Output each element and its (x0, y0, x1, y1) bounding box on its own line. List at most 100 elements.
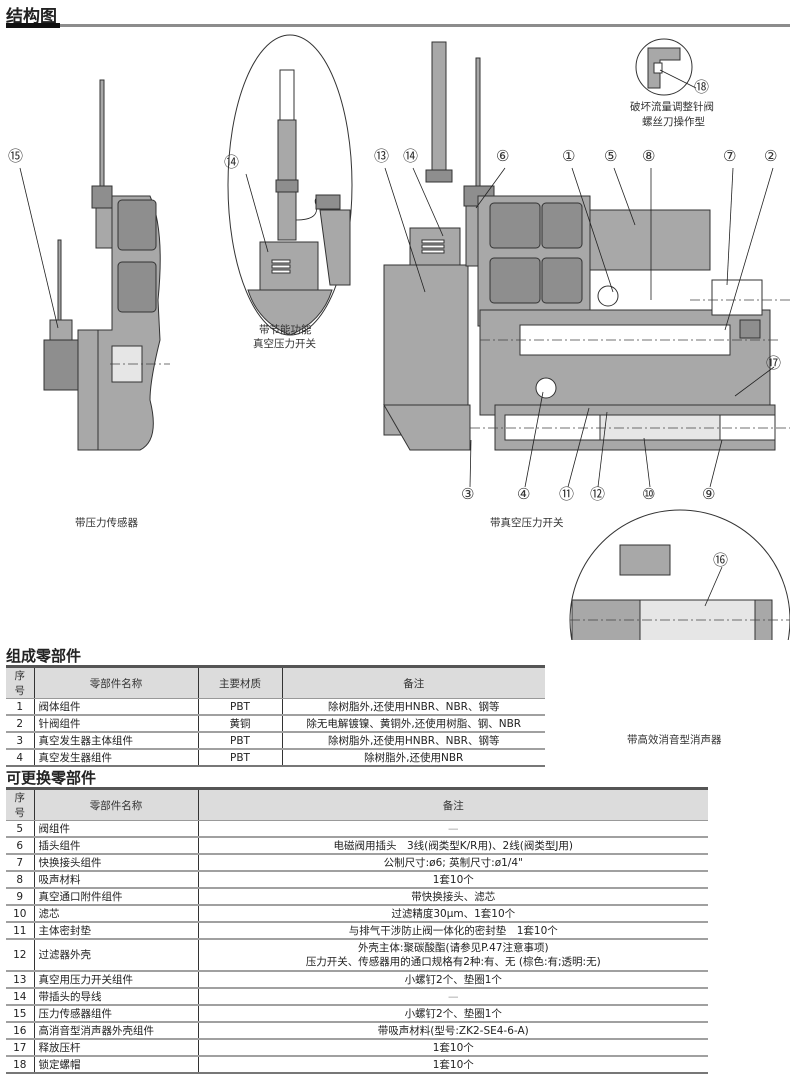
callout-12: ⑫ (590, 485, 606, 503)
caption-vacuum-switch: 带真空压力开关 (490, 517, 564, 529)
cell-name: 滤芯 (33, 905, 198, 923)
replacement-header-row: 序号 零部件名称 备注 (6, 787, 708, 821)
cell-name: 阀体组件 (33, 698, 198, 716)
callout-4: ④ (517, 485, 531, 503)
cell-note: 除树脂外,还使用HNBR、NBR、钢等 (281, 698, 545, 716)
caption-needle-valve-line1: 破坏流量调整针阀 (630, 101, 714, 113)
col-header-material: 主要材质 (197, 665, 282, 699)
caption-energy-saving-line1: 带节能功能 (259, 324, 312, 336)
cell-note: 公制尺寸:ø6; 英制尺寸:ø1/4" (197, 854, 708, 872)
cell-name: 针阀组件 (33, 715, 198, 733)
cell-no: 2 (6, 715, 34, 733)
cell-note: 1套10个 (197, 871, 708, 889)
cell-note: 与排气干涉防止阀一体化的密封垫 1套10个 (197, 922, 708, 940)
callout-16: ⑯ (713, 551, 729, 569)
cell-name: 锁定螺帽 (33, 1056, 198, 1074)
callout-14-detail: ⑭ (224, 153, 240, 171)
cell-note: 除无电解镀镍、黄铜外,还使用树脂、钢、NBR (281, 715, 545, 733)
col-header-no: 序号 (6, 787, 34, 821)
cell-no: 16 (6, 1022, 34, 1040)
cell-name: 主体密封垫 (33, 922, 198, 940)
callout-9: ⑨ (702, 485, 716, 503)
cell-name: 释放压杆 (33, 1039, 198, 1057)
pressure-sensor-drawing (43, 79, 170, 451)
cell-no: 12 (6, 939, 34, 972)
cell-no: 8 (6, 871, 34, 889)
cell-name: 高消音型消声器外壳组件 (33, 1022, 198, 1040)
cell-name: 阀组件 (33, 820, 198, 838)
callout-1: ① (562, 147, 576, 165)
cell-name: 真空通口附件组件 (33, 888, 198, 906)
cell-no: 6 (6, 837, 34, 855)
cell-no: 4 (6, 749, 34, 767)
callout-17: ⑰ (766, 354, 782, 372)
cell-no: 1 (6, 698, 34, 716)
cell-no: 18 (6, 1056, 34, 1074)
col-header-note: 备注 (281, 665, 545, 699)
cell-note: 过滤精度30μm、1套10个 (197, 905, 708, 923)
cell-material: PBT (197, 749, 282, 767)
cell-name: 快换接头组件 (33, 854, 198, 872)
cell-no: 5 (6, 820, 34, 838)
cell-material: PBT (197, 732, 282, 750)
callout-6: ⑥ (496, 147, 510, 165)
col-header-name: 零部件名称 (33, 665, 198, 699)
cell-no: 17 (6, 1039, 34, 1057)
cell-no: 15 (6, 1005, 34, 1023)
cell-no: 7 (6, 854, 34, 872)
replacement-title: 可更换零部件 (6, 769, 97, 787)
callout-2: ② (764, 147, 778, 165)
callout-3: ③ (461, 485, 475, 503)
cell-note: 除树脂外,还使用NBR (281, 749, 545, 767)
cell-note: 除树脂外,还使用HNBR、NBR、钢等 (281, 732, 545, 750)
cell-name: 过滤器外壳 (33, 939, 198, 972)
cell-note-line2: 压力开关、传感器用的通口规格有2种:有、无 (棕色:有;透明:无) (305, 956, 601, 968)
cell-note: 1套10个 (197, 1039, 708, 1057)
callout-15: ⑮ (8, 147, 24, 165)
structure-title-rule (6, 23, 790, 28)
cell-note: 带快换接头、滤芯 (197, 888, 708, 906)
cell-note: 带吸声材料(型号:ZK2-SE4-6-A) (197, 1022, 708, 1040)
components-title: 组成零部件 (6, 647, 82, 665)
col-header-name: 零部件名称 (33, 787, 198, 821)
cell-note: — (197, 820, 708, 838)
cell-name: 吸声材料 (33, 871, 198, 889)
structure-title: 结构图 (6, 7, 57, 27)
callout-7: ⑦ (723, 147, 737, 165)
caption-pressure-sensor: 带压力传感器 (75, 517, 138, 529)
cell-note: 小螺钉2个、垫圈1个 (197, 1005, 708, 1023)
cell-note: 外壳主体:聚碳酸酯(请参见P.47注意事项) 压力开关、传感器用的通口规格有2种:… (197, 939, 708, 972)
cell-note-line1: 外壳主体:聚碳酸酯(请参见P.47注意事项) (357, 942, 549, 954)
silencer-drawing (569, 509, 790, 640)
cell-no: 10 (6, 905, 34, 923)
col-header-no: 序号 (6, 665, 34, 699)
cell-note: 1套10个 (197, 1056, 708, 1074)
cell-no: 9 (6, 888, 34, 906)
cell-material: PBT (197, 698, 282, 716)
cell-name: 插头组件 (33, 837, 198, 855)
caption-silencer: 带高效消音型消声器 (627, 734, 722, 746)
energy-saving-switch-drawing (227, 34, 353, 336)
callout-10: ⑩ (642, 485, 656, 503)
callout-14: ⑭ (403, 147, 419, 165)
callout-5: ⑤ (604, 147, 618, 165)
cell-name: 真空发生器主体组件 (33, 732, 198, 750)
